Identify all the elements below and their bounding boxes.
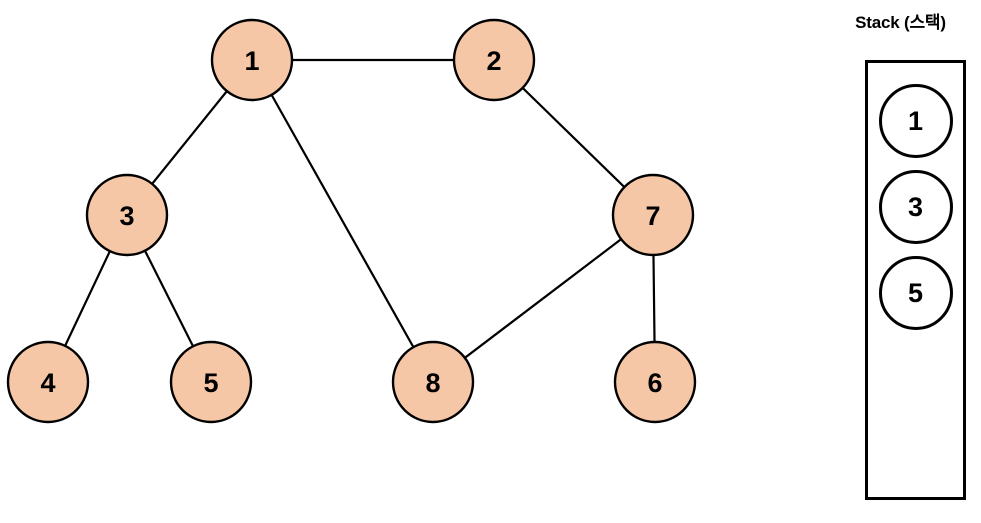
stack-title: Stack (스택) (855, 13, 946, 32)
graph-node-3[interactable]: 3 (85, 173, 169, 257)
graph-node-7[interactable]: 7 (611, 173, 695, 257)
graph-node-circle (6, 340, 90, 424)
stack-item-5: 5 (878, 256, 953, 330)
graph-edge (432, 214, 654, 383)
graph-node-5[interactable]: 5 (169, 340, 253, 424)
graph-node-circle (85, 173, 169, 257)
graph-node-circle (169, 340, 253, 424)
stack-container: 1 3 5 (865, 60, 966, 500)
graph-node-6[interactable]: 6 (613, 340, 697, 424)
graph-node-2[interactable]: 2 (452, 18, 536, 102)
stack-panel: Stack (스택) 1 3 5 (820, 0, 981, 523)
graph-node-circle (611, 173, 695, 257)
stack-item-1: 1 (878, 84, 953, 158)
graph-node-circle (613, 340, 697, 424)
graph-edge (251, 59, 434, 383)
graph-node-circle (452, 18, 536, 102)
stack-item-label: 3 (907, 191, 924, 222)
graph-node-8[interactable]: 8 (391, 340, 475, 424)
stack-item-3: 3 (878, 170, 953, 244)
graph-node-1[interactable]: 1 (210, 18, 294, 102)
stack-item-label: 1 (907, 105, 924, 136)
graph-node-circle (210, 18, 294, 102)
graph-node-circle (391, 340, 475, 424)
stack-item-label: 5 (907, 277, 924, 308)
graph-node-4[interactable]: 4 (6, 340, 90, 424)
